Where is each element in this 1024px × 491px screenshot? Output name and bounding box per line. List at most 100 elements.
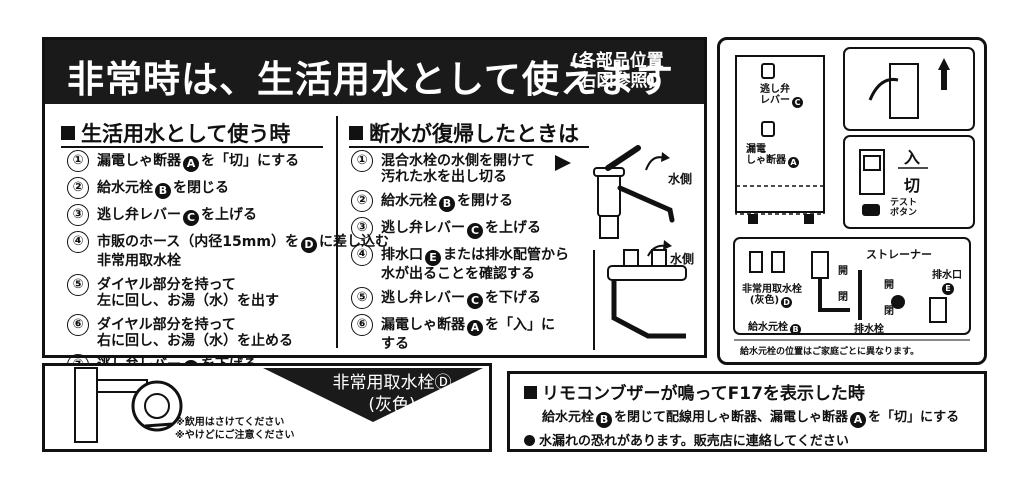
unit-diagram — [733, 47, 975, 341]
supply-valve-label-text: 給水元栓 — [748, 322, 788, 333]
step-text-line-2: 左に回し、お湯（水）を出す — [97, 293, 279, 309]
switch-on-label: 入 — [904, 148, 921, 167]
drain-port-label: 排水口 E — [932, 266, 962, 295]
emergency-tap-drawing — [74, 367, 483, 443]
square-bullet-icon — [349, 126, 363, 140]
part-badge: B — [439, 196, 455, 212]
section-restore-heading-text: 断水が復帰したときは — [369, 122, 579, 146]
part-badge: B — [155, 183, 171, 199]
breaker-label-line-1: 漏電 — [746, 144, 766, 155]
emergency-tap-label-line-1: 非常用取水栓 — [742, 284, 802, 295]
part-badge: C — [467, 223, 483, 239]
step-text: 逃し弁レバー — [381, 290, 465, 306]
emergency-tap-label: 非常用取水栓 (灰色)D — [742, 284, 802, 308]
step-number: ⑤ — [67, 274, 89, 296]
buzzer-text-a: 給水元栓 — [542, 410, 595, 425]
step-number: ① — [67, 150, 89, 172]
emergency-tap-label-line-2-text: (灰色) — [749, 295, 780, 306]
column-divider — [336, 116, 338, 348]
open-label-1: 開 — [838, 266, 848, 277]
step-text-line-2: 水が出ることを確認する — [381, 266, 535, 282]
diagram-footnote: 給水元栓の位置はご家庭ごとに異なります。 — [740, 347, 920, 357]
section-use-underline — [61, 146, 323, 148]
step-text-suffix: を閉じる — [173, 180, 229, 196]
step-text-line-1: ダイヤル部分を持って — [97, 274, 332, 293]
buzzer-warning: 水漏れの恐れがあります。販売店に連絡してください — [524, 430, 849, 449]
close-label-2: 閉 — [884, 306, 894, 317]
section-use-heading-text: 生活用水として使う時 — [81, 122, 291, 146]
step-text: ダイヤル部分を持って — [97, 277, 236, 293]
buzzer-warning-text: 水漏れの恐れがあります。販売店に連絡してください — [539, 434, 849, 449]
section-restore-underline — [349, 146, 589, 148]
badge-c: C — [792, 97, 803, 108]
step-text-line-2: 汚れた水を出し切る — [381, 169, 507, 185]
step-item: ⑤ ダイヤル部分を持って左に回し、お湯（水）を出す — [67, 274, 332, 309]
step-number: ③ — [351, 217, 373, 239]
note-burn-caution: ※やけどにご注意ください — [175, 430, 295, 441]
emergency-tap-notes: ※飲用はさけてください ※やけどにご注意ください — [175, 416, 295, 442]
step-text-suffix: または排水配管から — [443, 247, 569, 263]
step-text-line-2: 右に回し、お湯（水）を止める — [97, 333, 293, 349]
step-text-suffix: を上げる — [485, 220, 541, 236]
title-note-line-2: 右図参照) — [579, 71, 656, 91]
test-button-label: テスト ボタン — [890, 198, 917, 218]
step-text-line-2: する — [381, 336, 409, 352]
part-badge: A — [467, 320, 483, 336]
step-text: 逃し弁レバー — [97, 207, 181, 223]
step-text-line-2: 非常用取水栓 — [97, 253, 181, 269]
bullet-dot-icon — [524, 435, 535, 446]
open-label-2: 開 — [884, 280, 894, 291]
switch-off-label: 切 — [904, 176, 921, 195]
step-number: ② — [67, 177, 89, 199]
faucet-water-side-label-2: 水側 — [670, 252, 695, 266]
faucet-water-side-label-1: 水側 — [668, 172, 693, 186]
badge-a: A — [788, 157, 799, 168]
step-item: ⑥ ダイヤル部分を持って右に回し、お湯（水）を止める — [67, 314, 332, 349]
emergency-tap-title-line-2: (灰色) — [368, 395, 416, 415]
section-use-heading: 生活用水として使う時 — [61, 118, 290, 148]
relief-valve-label-line-1: 逃し弁 — [760, 84, 790, 95]
relief-valve-label-line-2-text: レバー — [760, 95, 790, 106]
section-restore-heading: 断水が復帰したときは — [349, 118, 579, 148]
faucet-drawing — [593, 145, 687, 350]
buzzer-text-c: を「切」にする — [868, 410, 960, 425]
part-badge: A — [183, 156, 199, 172]
step-text: 市販のホース（内径15mm）を — [97, 234, 299, 250]
square-bullet-icon — [524, 386, 537, 399]
breaker-label-line-2-text: しゃ断器 — [746, 155, 786, 166]
badge-b: B — [790, 324, 801, 335]
step-text: 排水口 — [381, 247, 423, 263]
step-number: ③ — [67, 204, 89, 226]
part-badge: C — [467, 293, 483, 309]
step-text: ダイヤル部分を持って — [97, 317, 236, 333]
emergency-tap-title-line-1: 非常用取水栓Ⓓ — [332, 373, 452, 393]
buzzer-title: リモコンブザーが鳴ってF17を表示した時 — [524, 379, 865, 404]
part-badge: C — [183, 210, 199, 226]
close-label-1: 閉 — [838, 292, 848, 303]
badge-a: A — [850, 412, 867, 428]
step-number: ⑥ — [67, 314, 89, 336]
square-bullet-icon — [61, 126, 75, 140]
buzzer-text-b: を閉じて配線用しゃ断器、漏電しゃ断器 — [614, 410, 849, 425]
strainer-label: ストレーナー — [866, 248, 932, 261]
